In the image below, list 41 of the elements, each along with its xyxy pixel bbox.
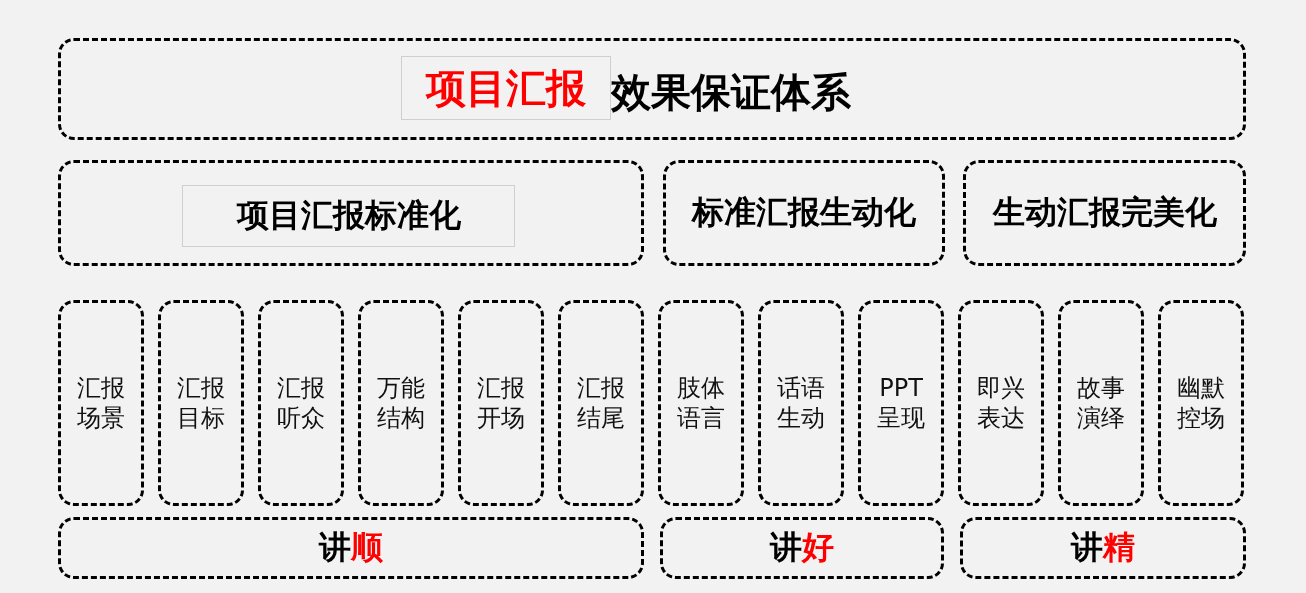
summary-box xyxy=(660,517,944,579)
item-box xyxy=(1158,300,1244,506)
heading-text: 生动汇报完美化 xyxy=(992,192,1217,233)
item-box xyxy=(1058,300,1144,506)
item-box xyxy=(458,300,544,506)
item-label: 故事演绎 xyxy=(1076,373,1126,433)
category-box xyxy=(663,160,945,266)
item-box xyxy=(958,300,1044,506)
item-box xyxy=(858,300,944,506)
title-highlight-box xyxy=(401,56,611,120)
item-label: 汇报目标 xyxy=(176,373,226,433)
heading-text: 标准汇报生动化 xyxy=(692,192,916,233)
item-label: 汇报听众 xyxy=(276,373,326,433)
item-box xyxy=(58,300,144,506)
item-box xyxy=(758,300,844,506)
subtitle-box xyxy=(182,185,515,247)
item-label: 肢体语言 xyxy=(676,373,726,433)
item-box xyxy=(658,300,744,506)
item-box xyxy=(558,300,644,506)
heading-text: 效果保证体系 xyxy=(611,68,851,117)
category-box xyxy=(963,160,1246,266)
item-box xyxy=(158,300,244,506)
item-label: 汇报开场 xyxy=(476,373,526,433)
item-label: 幽默控场 xyxy=(1176,373,1226,433)
heading-text: 项目汇报标准化 xyxy=(236,195,461,236)
summary-label: 讲顺 xyxy=(319,527,383,568)
item-label: 汇报场景 xyxy=(76,373,126,433)
item-label: 即兴表达 xyxy=(976,373,1026,433)
item-box xyxy=(358,300,444,506)
item-label: 万能结构 xyxy=(376,373,426,433)
item-box xyxy=(258,300,344,506)
heading-text: 项目汇报 xyxy=(426,63,586,113)
summary-box xyxy=(960,517,1246,579)
summary-box xyxy=(58,517,644,579)
summary-label: 讲精 xyxy=(1071,527,1135,568)
title-box xyxy=(58,38,1246,140)
item-label: 话语生动 xyxy=(776,373,826,433)
item-label: PPT呈现 xyxy=(876,373,926,433)
summary-label: 讲好 xyxy=(770,527,834,568)
category-box xyxy=(58,160,644,266)
item-label: 汇报结尾 xyxy=(576,373,626,433)
